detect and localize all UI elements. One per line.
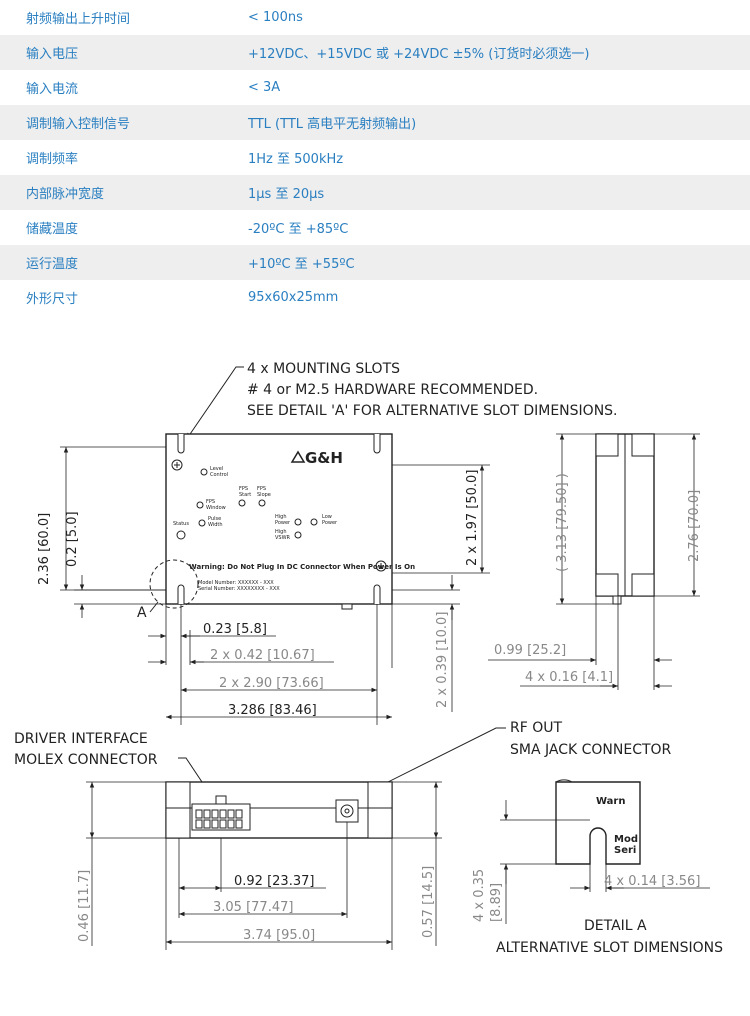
spec-row: 储藏温度 -20ºC 至 +85ºC [0, 210, 750, 245]
driver-label-2: MOLEX CONNECTOR [14, 752, 158, 768]
spec-value: 1µs 至 20µs [248, 187, 325, 202]
spec-row: 射频输出上升时间 < 100ns [0, 0, 750, 35]
spec-key: 内部脉冲宽度 [26, 187, 105, 202]
panel-high-power-1: High [275, 514, 287, 520]
rf-label-1: RF OUT [510, 720, 562, 736]
dim-0-46: 0.46 [11.7] [77, 870, 92, 942]
dim-0-14: 4 x 0.14 [3.56] [604, 874, 700, 889]
panel-level-2: Control [210, 472, 228, 478]
panel-fps-start-2: Start [239, 492, 251, 498]
spec-row: 输入电压 +12VDC、+15VDC 或 +24VDC ±5% (订货时必须选一) [0, 35, 750, 70]
dim-2-90: 2 x 2.90 [73.66] [219, 676, 324, 691]
spec-value: +10ºC 至 +55ºC [248, 257, 355, 272]
detail-a-view [555, 779, 641, 865]
panel-pulse-width-2: Width [208, 522, 223, 528]
panel-high-vswr-2: VSWR [275, 535, 291, 541]
spec-key: 调制输入控制信号 [26, 117, 131, 132]
spec-key: 输入电压 [26, 47, 79, 62]
note-leader [185, 366, 244, 441]
dim-height-left: 2.36 [60.0] [37, 513, 52, 585]
panel-low-power-1: Low [322, 514, 332, 520]
dim-0-42: 2 x 0.42 [10.67] [210, 648, 315, 663]
spec-key: 射频输出上升时间 [26, 12, 131, 27]
dim-3-286: 3.286 [83.46] [228, 703, 317, 718]
warning-label: Warning: Do Not Plug In DC Connector Whe… [189, 563, 415, 571]
spec-row: 外形尺寸 95x60x25mm [0, 280, 750, 315]
dim-3-05: 3.05 [77.47] [213, 900, 293, 915]
serial-number: Serial Number: XXXXXXXX - XXX [198, 586, 280, 592]
spec-value: +12VDC、+15VDC 或 +24VDC ±5% (订货时必须选一) [248, 47, 590, 62]
dim-3-74: 3.74 [95.0] [243, 928, 315, 943]
spec-row: 内部脉冲宽度 1µs 至 20µs [0, 175, 750, 210]
spec-key: 运行温度 [26, 257, 79, 272]
panel-low-power-2: Power [322, 520, 338, 526]
panel-fps-window-2: Window [206, 505, 226, 511]
dim-0-39: 2 x 0.39 [10.0] [435, 612, 450, 708]
spec-key: 外形尺寸 [26, 292, 79, 307]
panel-pulse-width-1: Pulse [208, 516, 221, 522]
detail-title-2: ALTERNATIVE SLOT DIMENSIONS [496, 940, 723, 956]
spec-value: 95x60x25mm [248, 290, 339, 305]
panel-status: Status [173, 521, 189, 527]
dim-2-76: 2.76 [70.0] [687, 490, 702, 562]
detail-a-marker: A [137, 605, 147, 621]
top-view: G&H Level Control FPS Window FPS Start F… [165, 433, 415, 610]
spec-row: 调制频率 1Hz 至 500kHz [0, 140, 750, 175]
spec-key: 调制频率 [26, 152, 79, 167]
note-line-1: 4 x MOUNTING SLOTS [247, 361, 400, 377]
spec-value: 1Hz 至 500kHz [248, 152, 344, 167]
dim-0-35-a: 4 x 0.35 [472, 869, 487, 922]
dim-3-13: ( 3.13 [79.50] ) [555, 473, 570, 572]
panel-fps-window-1: FPS [206, 499, 215, 505]
spec-key: 输入电流 [26, 82, 79, 97]
panel-level-1: Level [210, 466, 223, 472]
spec-value: TTL (TTL 高电平无射频输出) [248, 117, 417, 132]
front-view [165, 781, 393, 839]
spec-table: 射频输出上升时间 < 100ns 输入电压 +12VDC、+15VDC 或 +24VD… [0, 0, 750, 315]
dim-0-16: 4 x 0.16 [4.1] [525, 670, 613, 685]
side-view [595, 433, 655, 605]
dim-0-57: 0.57 [14.5] [421, 866, 436, 938]
dim-0-2: 0.2 [5.0] [65, 511, 80, 567]
detail-a-circle [149, 559, 199, 609]
dim-1-97: 2 x 1.97 [50.0] [465, 470, 480, 566]
detail-text-3: Seri [614, 845, 636, 856]
detail-text-1: Warn [596, 796, 625, 807]
spec-row: 运行温度 +10ºC 至 +55ºC [0, 245, 750, 280]
note-line-3: SEE DETAIL 'A' FOR ALTERNATIVE SLOT DIME… [247, 403, 618, 419]
spec-value: -20ºC 至 +85ºC [248, 222, 349, 237]
spec-value: < 3A [248, 80, 281, 95]
panel-high-power-2: Power [275, 520, 291, 526]
spec-key: 储藏温度 [26, 222, 79, 237]
rf-label-2: SMA JACK CONNECTOR [510, 742, 672, 758]
panel-high-vswr-1: High [275, 529, 287, 535]
dim-0-23: 0.23 [5.8] [203, 622, 267, 637]
dim-0-35-b: [8.89] [489, 883, 504, 922]
driver-label-1: DRIVER INTERFACE [14, 731, 148, 747]
detail-title-1: DETAIL A [584, 918, 647, 934]
logo-text: G&H [305, 449, 343, 467]
panel-fps-slope-2: Slope [257, 492, 271, 498]
spec-value: < 100ns [248, 10, 303, 25]
spec-row: 输入电流 < 3A [0, 70, 750, 105]
dim-0-99: 0.99 [25.2] [494, 643, 566, 658]
panel-fps-slope-1: FPS [257, 486, 266, 492]
model-number: Model Number: XXXXXX - XXX [198, 580, 274, 586]
dim-0-92: 0.92 [23.37] [234, 874, 314, 889]
logo-icon [290, 450, 306, 463]
detail-text-2: Mod [614, 834, 638, 845]
spec-row: 调制输入控制信号 TTL (TTL 高电平无射频输出) [0, 105, 750, 140]
note-line-2: # 4 or M2.5 HARDWARE RECOMMENDED. [247, 382, 538, 398]
panel-fps-start-1: FPS [239, 486, 248, 492]
